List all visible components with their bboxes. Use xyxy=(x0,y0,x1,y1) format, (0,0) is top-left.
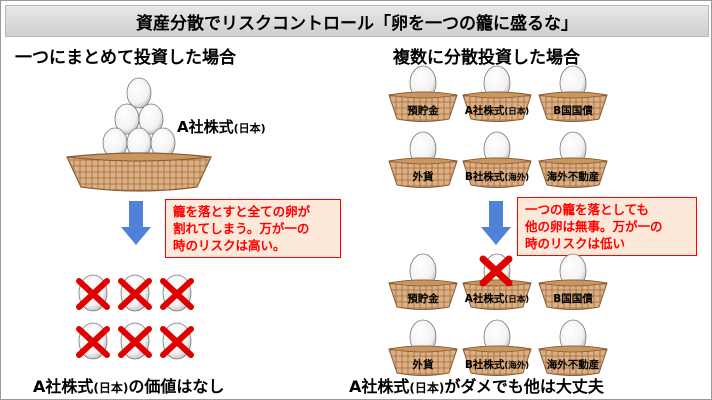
basket-label: B社株式(海外) xyxy=(464,171,530,183)
basket-with-egg xyxy=(538,319,608,376)
basket-with-egg xyxy=(388,253,458,310)
down-arrow-left xyxy=(121,201,151,245)
left-conclusion: A社株式(日本)の価値はなし xyxy=(33,377,225,396)
basket-label: 海外不動産 xyxy=(546,171,600,183)
basket-label: 預貯金 xyxy=(407,105,439,117)
egg-pyramid xyxy=(102,77,176,159)
left-callout: 籠を落とすと全ての卵が 割れてしまう。万が一の 時のリスクは高い。 xyxy=(165,199,341,258)
basket-with-egg xyxy=(388,319,458,376)
down-arrow-right xyxy=(481,201,511,245)
slide-title: 資産分散でリスクコントロール「卵を一つの籠に盛るな」 xyxy=(5,5,709,37)
basket-with-egg xyxy=(538,253,608,310)
basket-label: 海外不動産 xyxy=(546,359,600,371)
basket-label: 外貨 xyxy=(412,171,434,183)
basket-label: 預貯金 xyxy=(407,293,439,305)
basket-label: A社株式(日本) xyxy=(464,293,530,305)
basket-with-egg xyxy=(462,65,532,122)
basket-label: B国国債 xyxy=(553,105,593,117)
single-basket-label: A社株式(日本) xyxy=(177,118,266,136)
basket-with-egg xyxy=(462,131,532,188)
basket-label: A社株式(日本) xyxy=(464,105,530,117)
single-basket-illustration xyxy=(66,77,212,192)
basket-with-egg xyxy=(538,131,608,188)
broken-eggs xyxy=(76,274,194,360)
right-conclusion: A社株式(日本)がダメでも他は大丈夫 xyxy=(349,377,604,396)
basket-label: B社株式(海外) xyxy=(464,359,530,371)
basket-label: 外貨 xyxy=(412,359,434,371)
basket-with-egg xyxy=(388,65,458,122)
cross-marks xyxy=(76,278,194,358)
a-stock-cross xyxy=(479,255,513,287)
right-callout: 一つの籠を落としても 他の卵は無事。万が一の 時のリスクは低い xyxy=(517,197,697,256)
left-heading: 一つにまとめて投資した場合 xyxy=(15,48,236,68)
basket-with-egg xyxy=(462,319,532,376)
right-heading: 複数に分散投資した場合 xyxy=(393,48,580,68)
basket-with-egg xyxy=(388,131,458,188)
basket-with-egg xyxy=(538,65,608,122)
basket-label: B国国債 xyxy=(553,293,593,305)
